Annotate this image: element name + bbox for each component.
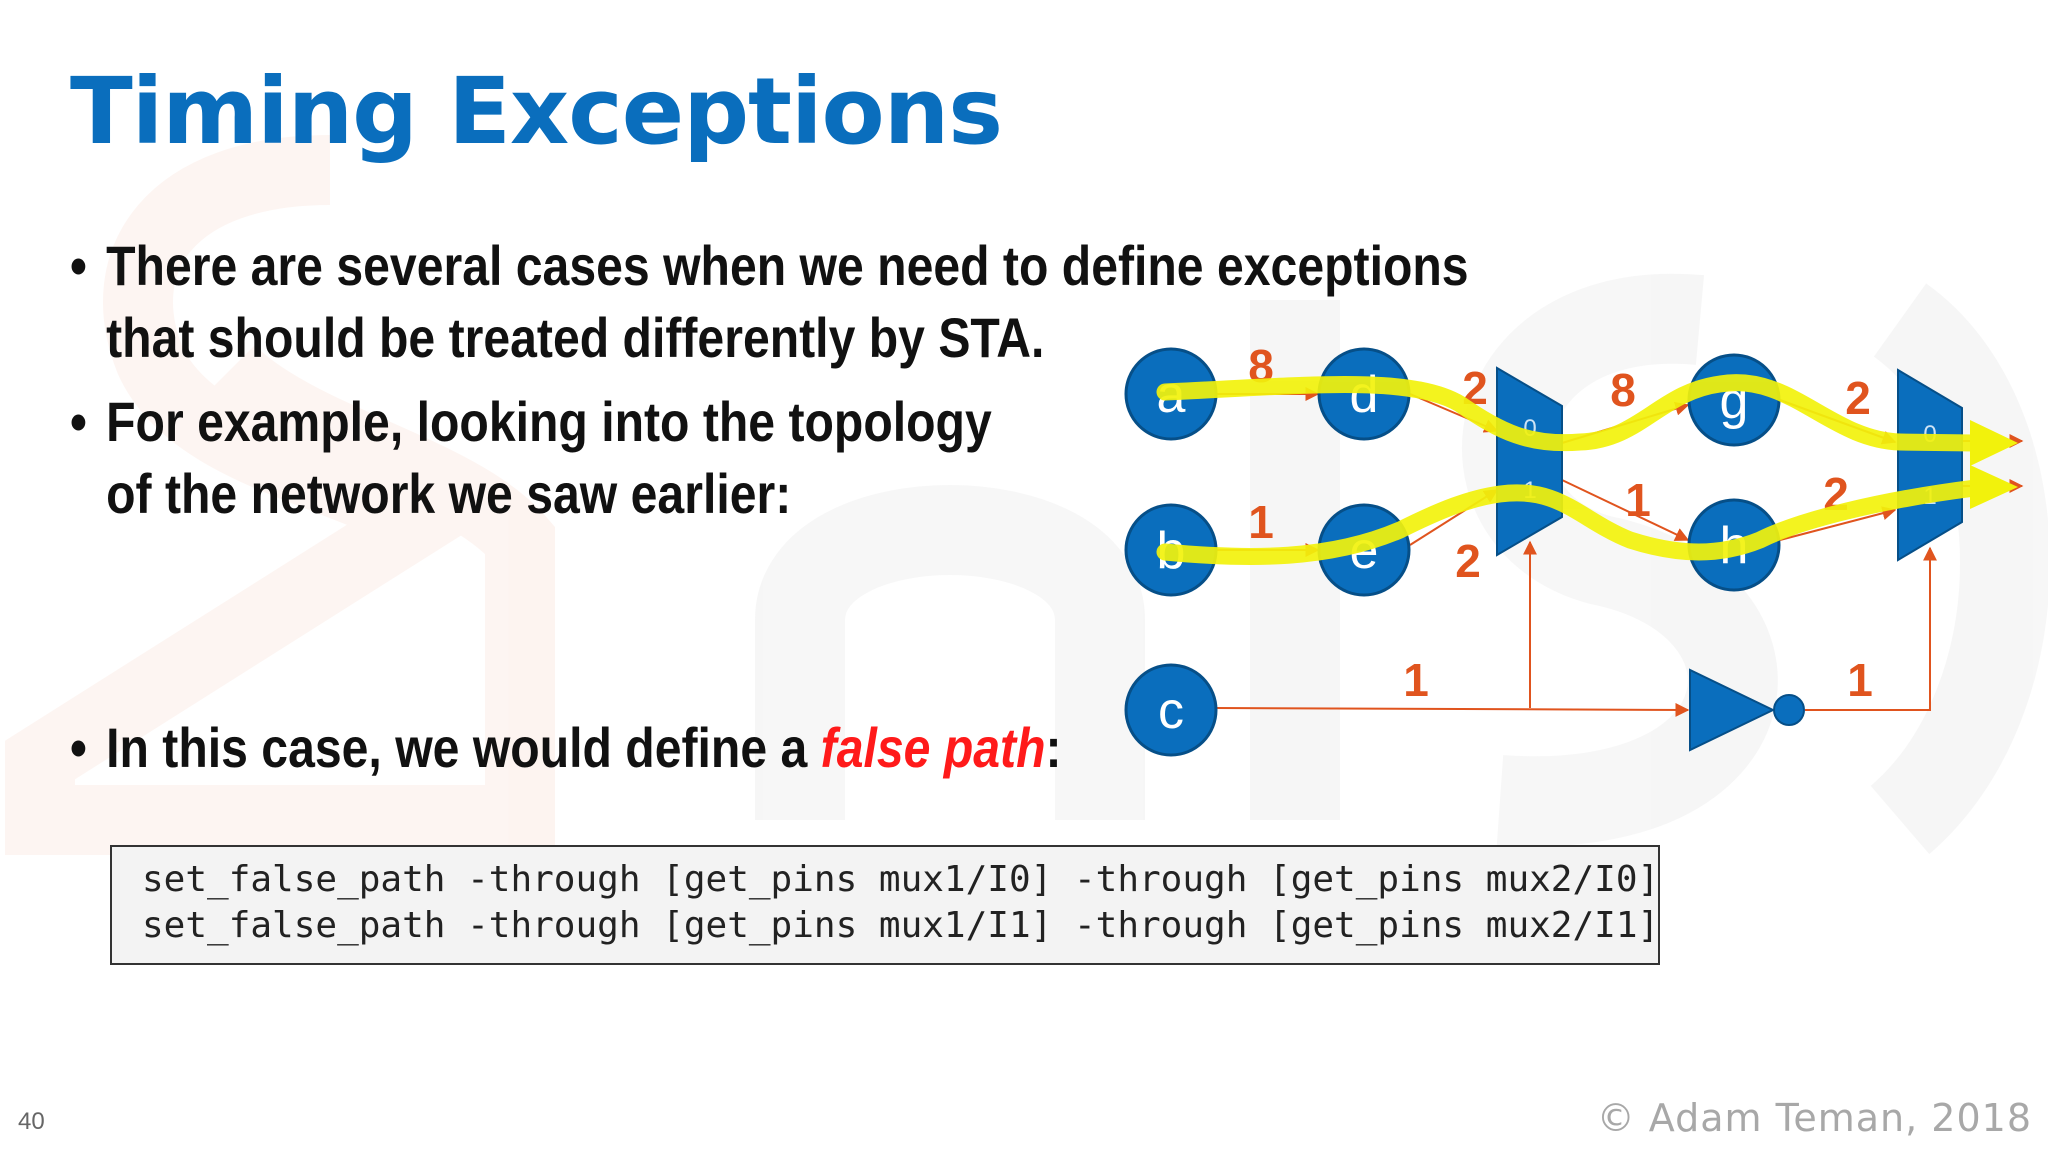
weight-mux1-h: 1 bbox=[1625, 474, 1651, 526]
bullet-marker: • bbox=[70, 716, 87, 779]
edge-mux1-h bbox=[1561, 479, 1690, 541]
weight-e-mux1: 2 bbox=[1455, 535, 1481, 587]
bullet-topology: • For example, looking into the topology… bbox=[70, 386, 992, 530]
inverter bbox=[1689, 668, 1805, 752]
code-block: set_false_path -through [get_pins mux1/I… bbox=[110, 845, 1660, 965]
bullet-text: In this case, we would define a bbox=[106, 716, 821, 779]
slide-title: Timing Exceptions bbox=[70, 58, 1003, 165]
weight-g-mux2: 2 bbox=[1845, 372, 1871, 424]
edge-inv-mux2-select bbox=[1805, 546, 1937, 711]
edge-h-mux2 bbox=[1779, 506, 1897, 541]
weight-mux1-g: 8 bbox=[1610, 364, 1636, 416]
weight-inv-mux2: 1 bbox=[1847, 654, 1873, 706]
weight-b-e: 1 bbox=[1248, 496, 1274, 548]
highlight-path-bottom bbox=[1156, 479, 1984, 565]
bullet-false-path: • In this case, we would define a false … bbox=[70, 712, 1062, 784]
false-path-term: false path bbox=[820, 716, 1046, 779]
bullet-colon: : bbox=[1045, 716, 1062, 779]
highlight-arrowhead-bottom bbox=[1970, 465, 2018, 509]
bullet-line: of the network we saw earlier: bbox=[106, 462, 792, 525]
bullet-marker: • bbox=[70, 390, 87, 453]
weight-c-mux1: 1 bbox=[1403, 654, 1429, 706]
node-c: c bbox=[1124, 663, 1218, 757]
bullet-marker: • bbox=[70, 234, 87, 297]
bullet-line: that should be treated differently by ST… bbox=[106, 306, 1045, 369]
node-d-label: d bbox=[1350, 366, 1379, 424]
node-c-label: c bbox=[1158, 682, 1184, 740]
bullet-line: There are several cases when we need to … bbox=[106, 234, 1469, 297]
page-number: 40 bbox=[18, 1108, 45, 1135]
bullet-line: For example, looking into the topology bbox=[106, 390, 992, 453]
edge-c-select bbox=[1214, 702, 1690, 717]
node-g: g bbox=[1687, 353, 1781, 447]
code-line-1: set_false_path -through [get_pins mux1/I… bbox=[142, 859, 1660, 900]
code-line-2: set_false_path -through [get_pins mux1/I… bbox=[142, 905, 1660, 946]
highlight-arrowhead-top bbox=[1970, 420, 2018, 466]
bullet-exceptions: • There are several cases when we need t… bbox=[70, 230, 1469, 374]
node-d: d bbox=[1317, 347, 1411, 441]
mux1: 0 1 bbox=[1496, 366, 1563, 557]
copyright-notice: © Adam Teman, 2018 bbox=[1596, 1096, 2032, 1140]
highlight-path-top bbox=[1156, 374, 1984, 452]
mux2: 0 1 bbox=[1897, 368, 1963, 562]
